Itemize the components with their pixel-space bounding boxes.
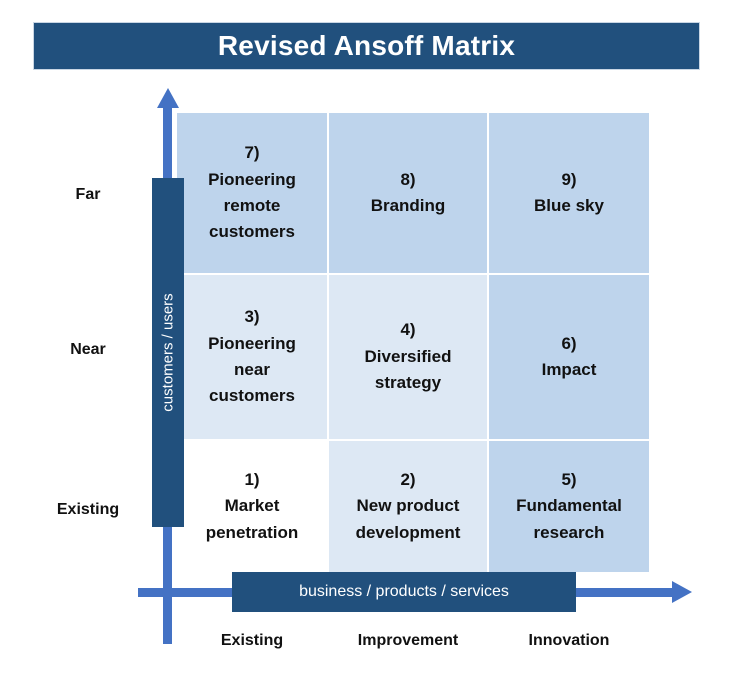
cell-number: 7) [244,143,260,163]
y-axis-label: customers / users [159,293,177,412]
cell-label: Branding [370,196,446,215]
y-tick-far: Far [75,186,101,203]
cell-label: Blue sky [534,196,604,215]
x-tick-existing: Existing [220,632,284,649]
x-axis-arrowhead-icon [672,581,692,603]
cell-label: Impact [541,360,597,379]
matrix-grid: 7) Pioneering remote customers 8) Brandi… [177,113,649,572]
cell-number: 8) [400,169,416,189]
page-title: Revised Ansoff Matrix [217,30,516,61]
matrix-cell-8[interactable]: 8) Branding [329,113,487,273]
x-axis-label: business / products / services [299,583,509,600]
matrix-cell-5[interactable]: 5) Fundamental research [489,441,649,572]
y-axis-label-bar: customers / users [152,178,184,527]
matrix-cell-6[interactable]: 6) Impact [489,275,649,439]
matrix-cell-4[interactable]: 4) Diversified strategy [329,275,487,439]
cell-number: 3) [244,307,260,327]
y-tick-near: Near [70,341,106,358]
y-tick-existing: Existing [56,501,120,518]
cell-label: New product development [355,496,461,542]
cell-label: Pioneering near customers [208,333,296,406]
matrix-cell-7[interactable]: 7) Pioneering remote customers [177,113,327,273]
x-tick-improvement: Improvement [357,632,459,649]
matrix-cell-3[interactable]: 3) Pioneering near customers [177,275,327,439]
cell-number: 9) [561,169,577,189]
matrix-cell-9[interactable]: 9) Blue sky [489,113,649,273]
diagram-title-bar: Revised Ansoff Matrix [33,22,700,70]
matrix-cell-2[interactable]: 2) New product development [329,441,487,572]
y-axis-arrowhead-icon [157,88,179,108]
cell-label: Market penetration [205,496,299,542]
x-tick-innovation: Innovation [528,632,610,649]
cell-number: 1) [244,469,260,489]
x-axis-label-bar: business / products / services [232,572,576,612]
cell-number: 6) [561,333,577,353]
cell-label: Pioneering remote customers [208,169,296,242]
cell-number: 2) [400,469,416,489]
cell-number: 4) [400,320,416,340]
cell-number: 5) [561,469,577,489]
matrix-cell-1[interactable]: 1) Market penetration [177,441,327,572]
cell-label: Fundamental research [516,496,622,542]
cell-label: Diversified strategy [364,346,452,393]
